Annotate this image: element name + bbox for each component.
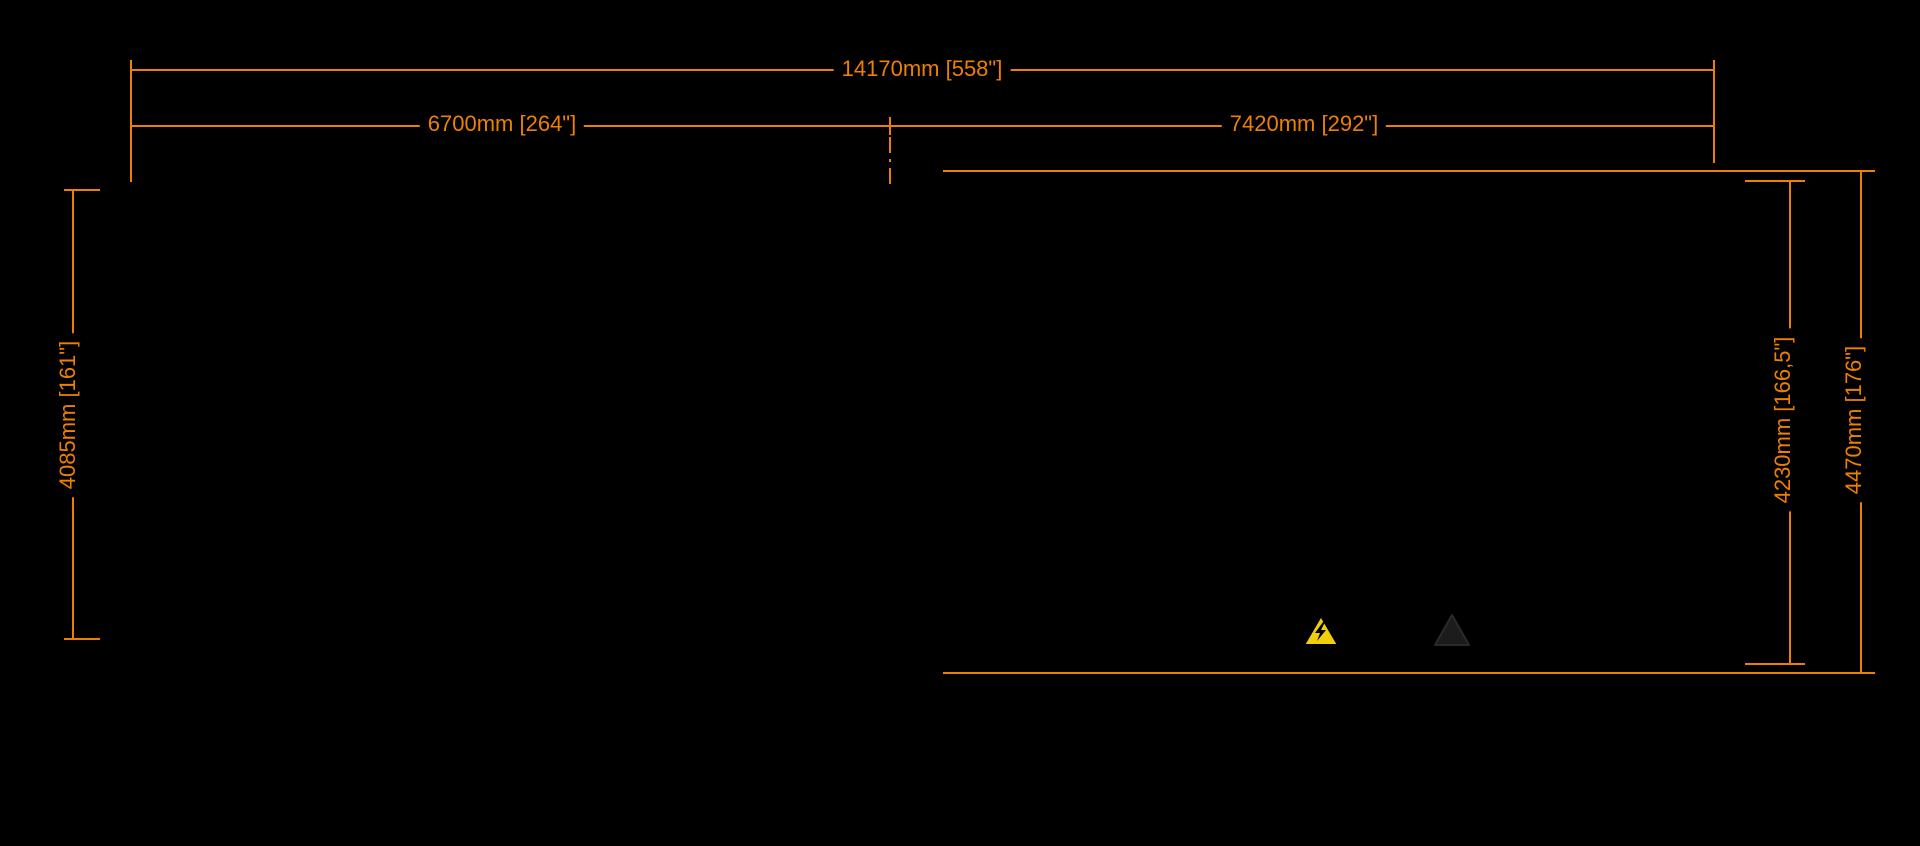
right-section-outline (943, 170, 1875, 674)
right-outer-height-label: 4470mm [176"] (1840, 337, 1868, 503)
right-section-width-label: 7420mm [292"] (1221, 110, 1387, 138)
high-voltage-warning-icon (1302, 614, 1340, 653)
overall-width-label: 14170mm [558"] (833, 55, 1011, 83)
left-section-width-label: 6700mm [264"] (419, 110, 585, 138)
warning-triangle-icon (1433, 613, 1471, 653)
left-section-height-label: 4085mm [161"] (54, 332, 82, 498)
right-inner-height-label: 4230mm [166,5"] (1769, 328, 1797, 512)
